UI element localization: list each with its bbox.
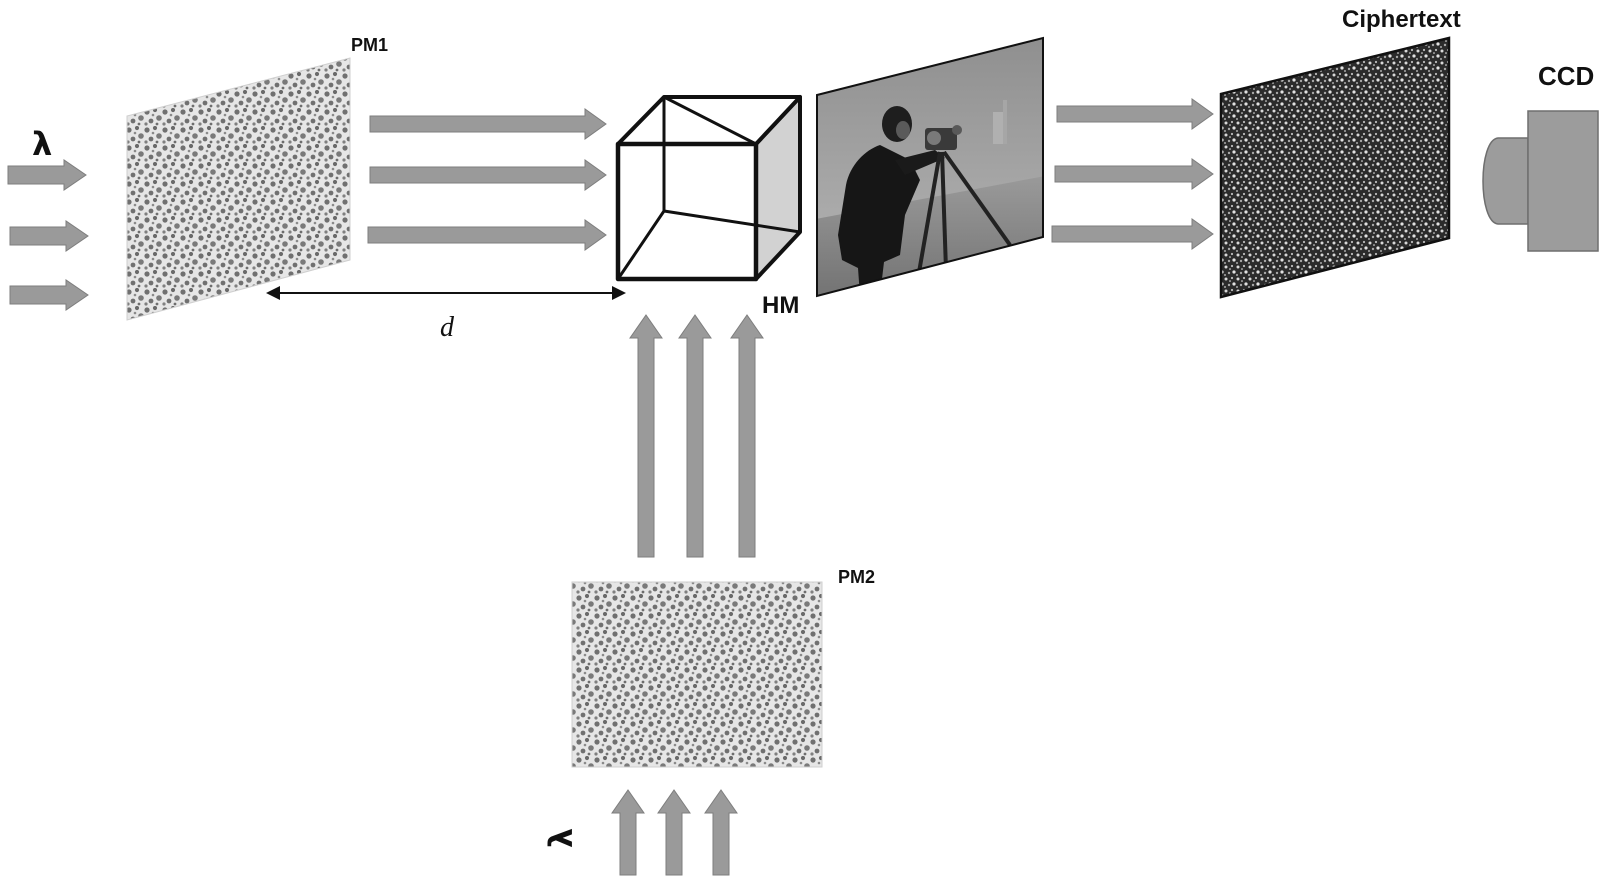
ccd-camera xyxy=(1482,110,1599,252)
distance-label: d xyxy=(440,312,455,343)
object-to-cipher-arrows xyxy=(1051,98,1214,250)
lambda-left-label: λ xyxy=(32,125,52,163)
ciphertext-label: Ciphertext xyxy=(1342,6,1461,33)
vertical-arrow-3 xyxy=(730,314,764,558)
ccd-body xyxy=(1527,110,1599,252)
lambda-bottom-label: λ xyxy=(542,828,580,848)
phase-mask-2 xyxy=(571,581,823,768)
cube-front-face xyxy=(615,141,759,282)
pm1-arrow-3 xyxy=(367,219,607,251)
ciphertext-image xyxy=(1219,36,1451,299)
object-arrow-2 xyxy=(1054,158,1214,190)
bottom-arrow-2 xyxy=(657,789,691,876)
pm1-arrow-2 xyxy=(369,159,607,191)
distance-indicator xyxy=(266,286,626,300)
input-arrows-bottom xyxy=(611,789,738,876)
object-image xyxy=(816,36,1044,298)
object-arrow-3 xyxy=(1051,218,1214,250)
ccd-label: CCD xyxy=(1538,61,1594,91)
bottom-arrow-1 xyxy=(611,789,645,876)
pm1-arrow-1 xyxy=(369,108,607,140)
phase-mask-1 xyxy=(126,57,351,321)
pm2-label: PM2 xyxy=(838,567,875,587)
vertical-arrow-2 xyxy=(678,314,712,558)
vertical-arrow-1 xyxy=(629,314,663,558)
half-mirror-cube xyxy=(615,95,802,282)
ccd-lens xyxy=(1482,137,1529,225)
object-arrow-1 xyxy=(1056,98,1214,130)
hm-label: HM xyxy=(762,292,799,319)
pm1-to-hm-arrows xyxy=(367,108,607,251)
input-arrow-3 xyxy=(9,279,89,311)
bottom-arrow-3 xyxy=(704,789,738,876)
pm2-to-hm-arrows xyxy=(629,314,764,558)
input-arrow-2 xyxy=(9,220,89,252)
input-arrows-left xyxy=(7,159,89,311)
input-arrow-1 xyxy=(7,159,87,191)
pm1-label: PM1 xyxy=(351,35,388,55)
